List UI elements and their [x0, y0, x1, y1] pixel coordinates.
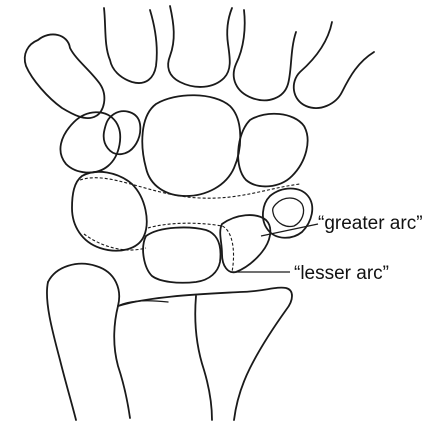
scaphoid — [220, 215, 270, 272]
hamate — [60, 112, 120, 172]
capitate — [142, 95, 240, 196]
distal-carpal-row — [60, 95, 307, 196]
metacarpal-3 — [168, 6, 232, 87]
ulna-styloid — [47, 282, 76, 420]
radioulnar-joint — [118, 301, 168, 306]
greater-arc-label: “greater arc” — [318, 213, 423, 234]
metacarpal-2 — [234, 10, 296, 100]
radius — [118, 288, 292, 420]
metacarpal-5 — [25, 34, 105, 118]
lesser-arc-label: “lesser arc” — [294, 263, 389, 284]
carpal-arcs — [80, 178, 300, 272]
ulna — [48, 264, 130, 418]
trapezium — [104, 111, 141, 154]
lunate — [143, 228, 220, 283]
metacarpal-4 — [104, 8, 157, 83]
radius-ulnar-border — [195, 296, 212, 420]
pisiform — [273, 198, 304, 227]
forearm-bones — [47, 264, 292, 420]
trapezoid — [238, 114, 307, 187]
proximal-carpal-row — [72, 172, 312, 283]
metacarpals — [25, 6, 374, 118]
greater-arc-line-lower — [84, 234, 146, 250]
metacarpal-1 — [294, 22, 374, 108]
triquetrum — [72, 172, 147, 251]
